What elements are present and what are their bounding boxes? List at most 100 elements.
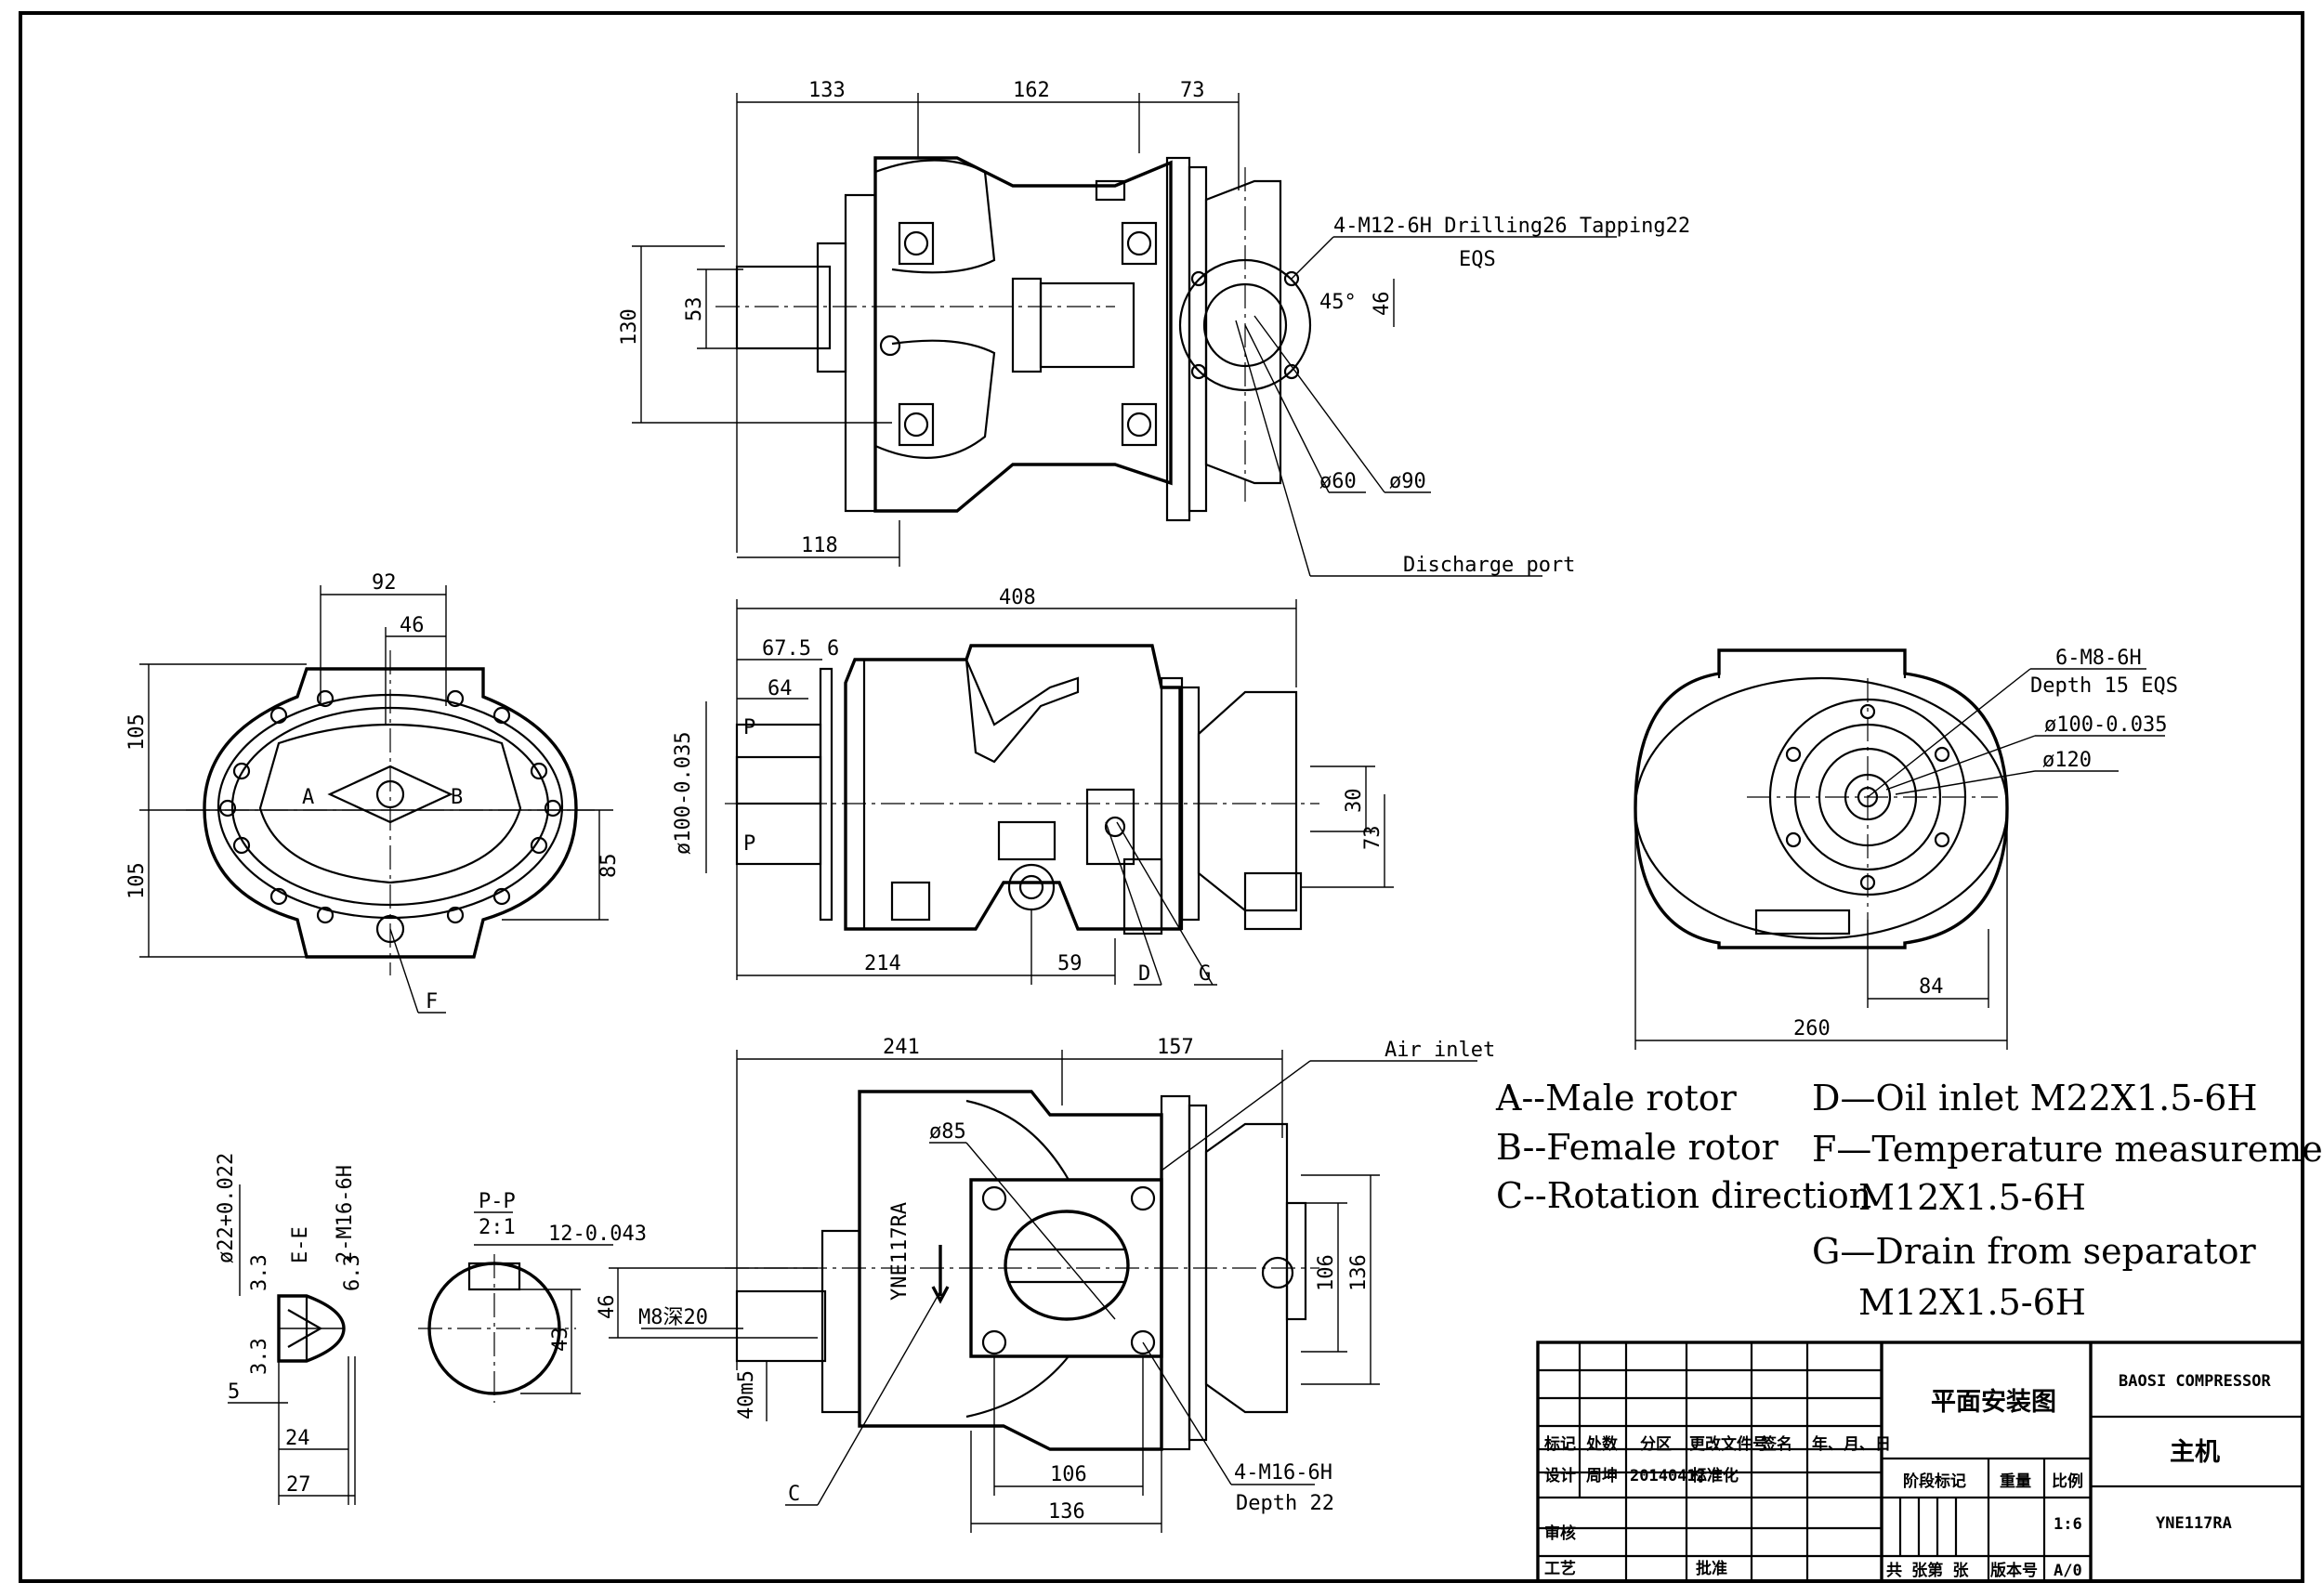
mid-p-upper: P bbox=[743, 716, 755, 739]
legend-g2: M12X1.5-6H bbox=[1858, 1282, 2086, 1323]
dim-det-33b: 3.3 bbox=[248, 1338, 271, 1375]
legend-c: C--Rotation direction bbox=[1496, 1175, 1871, 1216]
dim-det-2m16: 2-M16-6H bbox=[334, 1165, 357, 1263]
dim-det-12: 12-0.043 bbox=[548, 1223, 647, 1246]
dim-left-92: 92 bbox=[372, 571, 397, 595]
left-end-view: 92 46 105 105 85 A B F bbox=[125, 571, 621, 1014]
tb-designer: 周坤 bbox=[1586, 1466, 1618, 1485]
tb-hdr-count: 处数 bbox=[1585, 1434, 1619, 1454]
right-end-view: 260 84 6-M8-6H Depth 15 EQS ø100-0.035 ø… bbox=[1634, 647, 2178, 1050]
tb-hdr-date: 年、月、日 bbox=[1812, 1434, 1891, 1454]
tb-standardize: 标准化 bbox=[1691, 1466, 1739, 1485]
tb-drawing-title: 平面安装图 bbox=[1931, 1388, 2056, 1417]
dim-mid-67-5: 67.5 bbox=[762, 637, 811, 661]
dim-mid-214: 214 bbox=[864, 952, 901, 975]
callout-m16: 4-M16-6H bbox=[1234, 1461, 1332, 1485]
tb-model: YNE117RA bbox=[2156, 1514, 2232, 1533]
dim-det-63: 6.3 bbox=[341, 1254, 364, 1291]
callout-air-inlet: Air inlet bbox=[1385, 1039, 1495, 1062]
dim-top-d90: ø90 bbox=[1389, 470, 1426, 493]
legend-f2: M12X1.5-6H bbox=[1858, 1177, 2086, 1218]
dim-det-24: 24 bbox=[285, 1427, 310, 1450]
legend-d: D—Oil inlet M22X1.5-6H bbox=[1812, 1078, 2258, 1119]
dim-mid-d100: ø100-0.035 bbox=[672, 732, 695, 855]
dim-left-105a: 105 bbox=[125, 713, 149, 751]
tb-weight: 重量 bbox=[2000, 1472, 2031, 1491]
dim-top-73: 73 bbox=[1180, 79, 1205, 102]
dim-bot-106h: 106 bbox=[1050, 1463, 1087, 1486]
legend-a: A--Male rotor bbox=[1495, 1078, 1738, 1119]
dim-bot-241: 241 bbox=[883, 1036, 920, 1059]
dim-det-21: 2:1 bbox=[479, 1216, 516, 1239]
tb-version-label: 版本号 bbox=[1990, 1561, 2038, 1580]
legend-g: G—Drain from separator bbox=[1812, 1231, 2257, 1272]
callout-c: C bbox=[788, 1483, 800, 1506]
dim-right-d120: ø120 bbox=[2042, 749, 2092, 772]
dim-bot-40m5: 40m5 bbox=[735, 1370, 758, 1419]
side-view: 408 67.5 6 64 ø100-0.035 P P bbox=[672, 586, 1394, 986]
model-mark: YNE117RA bbox=[888, 1202, 912, 1301]
dim-left-46: 46 bbox=[400, 614, 425, 637]
rotor-b-label: B bbox=[451, 786, 463, 809]
callout-m16-depth: Depth 22 bbox=[1236, 1492, 1334, 1515]
drawing-frame bbox=[19, 11, 2304, 1583]
dim-top-d60: ø60 bbox=[1319, 470, 1357, 493]
tb-sheets: 共 张第 张 bbox=[1886, 1561, 1969, 1580]
dim-det-pp: P-P bbox=[479, 1190, 516, 1213]
tb-design-date: 20140412 bbox=[1630, 1467, 1706, 1485]
callout-discharge: Discharge port bbox=[1403, 554, 1575, 577]
dim-bot-157: 157 bbox=[1157, 1036, 1194, 1059]
dim-right-d100: ø100-0.035 bbox=[2044, 713, 2167, 737]
dim-top-133: 133 bbox=[808, 79, 846, 102]
dim-top-130: 130 bbox=[618, 308, 641, 346]
dim-det-27: 27 bbox=[286, 1473, 311, 1497]
legend-f: F—Temperature measurement point bbox=[1812, 1129, 2323, 1170]
dim-det-ee: E-E bbox=[289, 1226, 312, 1263]
tb-approve: 批准 bbox=[1696, 1559, 1727, 1578]
dim-bot-m8: M8深20 bbox=[638, 1306, 708, 1329]
dim-mid-6: 6 bbox=[827, 637, 839, 661]
dim-left-85: 85 bbox=[597, 854, 621, 879]
tb-process: 工艺 bbox=[1544, 1559, 1576, 1578]
callout-m12: 4-M12-6H Drilling26 Tapping22 bbox=[1333, 215, 1690, 238]
tb-review: 审核 bbox=[1544, 1524, 1576, 1543]
dim-bot-136v: 136 bbox=[1347, 1254, 1371, 1291]
dim-right-84: 84 bbox=[1919, 975, 1944, 999]
dim-det-d22: ø22+0.022 bbox=[215, 1153, 238, 1263]
dim-det-43: 43 bbox=[549, 1328, 572, 1353]
dim-bot-d85: ø85 bbox=[929, 1120, 966, 1144]
tb-hdr-mark: 标记 bbox=[1544, 1434, 1576, 1454]
tb-design: 设计 bbox=[1544, 1466, 1576, 1485]
dim-mid-73: 73 bbox=[1361, 826, 1385, 851]
tb-hdr-docno: 更改文件号 bbox=[1689, 1434, 1768, 1454]
tb-scale: 1:6 bbox=[2054, 1515, 2082, 1534]
dim-top-46: 46 bbox=[1371, 292, 1394, 317]
dim-det-33a: 3.3 bbox=[248, 1254, 271, 1291]
dim-left-105b: 105 bbox=[125, 862, 149, 899]
tb-stage-mark: 阶段标记 bbox=[1903, 1472, 1966, 1491]
dim-top-118: 118 bbox=[801, 534, 838, 557]
rotor-a-label: A bbox=[302, 786, 314, 809]
dim-bot-106v: 106 bbox=[1315, 1254, 1338, 1291]
callout-d: D bbox=[1138, 962, 1150, 986]
dim-det-5: 5 bbox=[228, 1380, 240, 1404]
dim-top-53: 53 bbox=[683, 297, 706, 322]
legend: A--Male rotor B--Female rotor C--Rotatio… bbox=[1495, 1078, 2323, 1323]
callout-m8: 6-M8-6H bbox=[2055, 647, 2142, 670]
dim-mid-64: 64 bbox=[768, 677, 793, 700]
bottom-view: 241 157 YNE117RA ø85 Air inlet 106 bbox=[596, 1036, 1495, 1533]
tb-version: A/0 bbox=[2054, 1562, 2082, 1580]
tb-scale-label: 比例 bbox=[2052, 1472, 2083, 1491]
dim-right-260: 260 bbox=[1793, 1017, 1831, 1040]
callout-f: F bbox=[426, 990, 438, 1014]
dim-mid-59: 59 bbox=[1057, 952, 1083, 975]
dim-bot-46: 46 bbox=[596, 1295, 619, 1320]
dim-mid-30: 30 bbox=[1343, 789, 1366, 814]
tb-hdr-sign: 签名 bbox=[1760, 1434, 1792, 1454]
dim-top-162: 162 bbox=[1013, 79, 1050, 102]
tb-company: BAOSI COMPRESSOR bbox=[2119, 1372, 2272, 1391]
title-block: 标记 处数 分区 更改文件号 签名 年、月、日 设计 周坤 20140412 标… bbox=[1536, 1341, 2304, 1583]
tb-part-name: 主机 bbox=[2170, 1438, 2220, 1467]
callout-m12-eqs: EQS bbox=[1459, 248, 1496, 271]
